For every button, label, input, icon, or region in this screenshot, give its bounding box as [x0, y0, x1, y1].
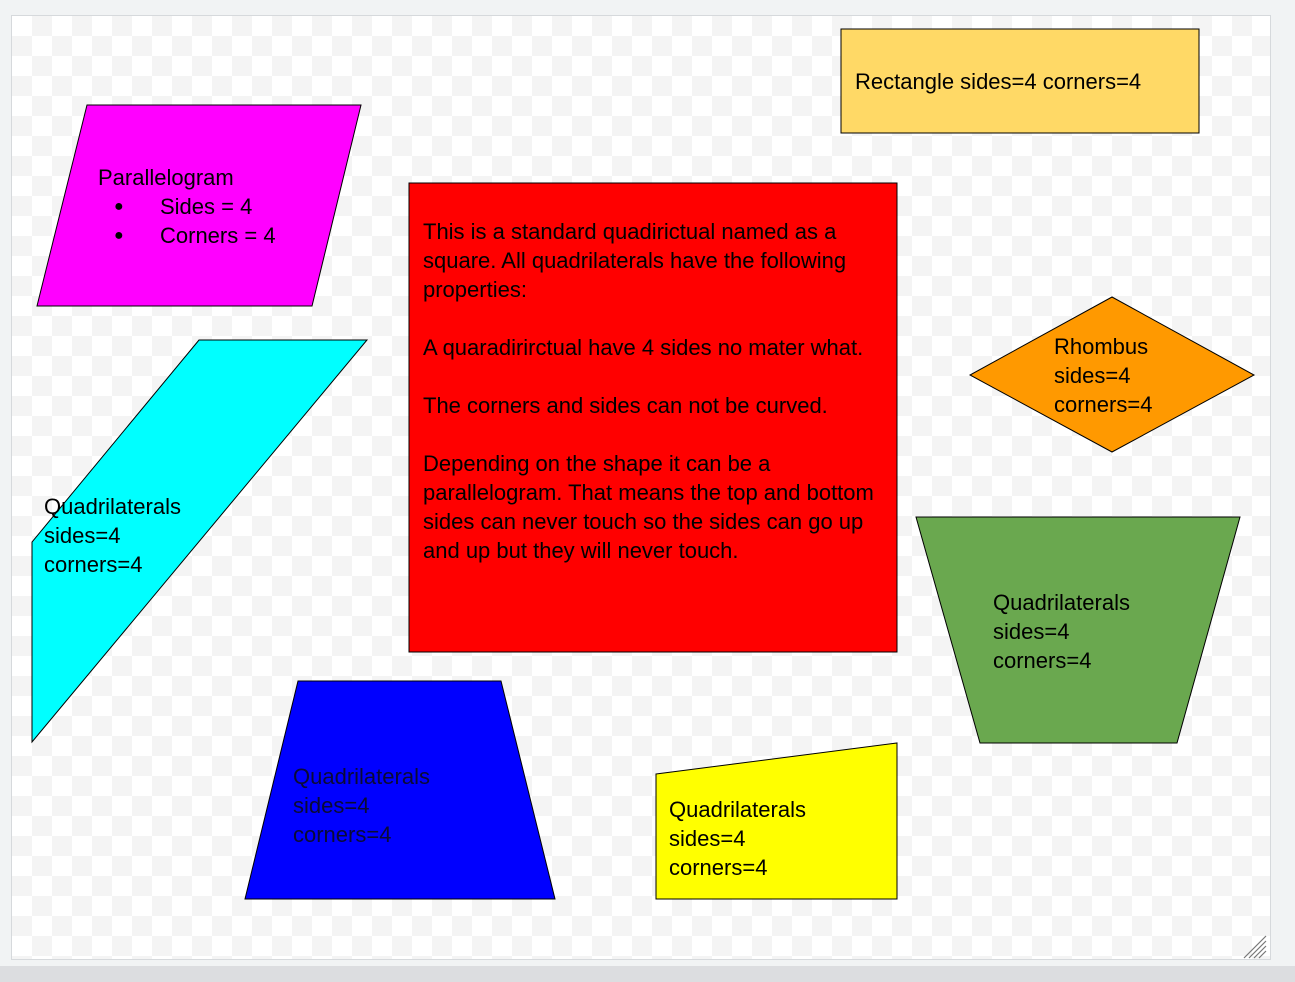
- rectangle-label: Rectangle sides=4 corners=4: [855, 69, 1142, 94]
- square-paragraph: A quaradirirctual have 4 sides no mater …: [423, 335, 864, 360]
- square-paragraph: Depending on the shape it can be a paral…: [423, 451, 874, 563]
- square-paragraph: This is a standard quadirictual named as…: [423, 219, 847, 302]
- square-description: This is a standard quadirictual named as…: [423, 217, 893, 565]
- parallelogram-bullet-corners: Corners = 4: [97, 221, 276, 250]
- rectangle-shape[interactable]: [840, 28, 1200, 134]
- green-label-line: corners=4: [993, 648, 1092, 673]
- green-label-line: Quadrilaterals: [993, 590, 1130, 615]
- green-trapezoid-label: Quadrilaterals sides=4 corners=4: [993, 588, 1130, 675]
- green-trapezoid-shape[interactable]: [915, 516, 1241, 744]
- yellow-label-line: corners=4: [669, 855, 768, 880]
- green-label-line: sides=4: [993, 619, 1070, 644]
- rhombus-label-line: Rhombus: [1054, 334, 1149, 359]
- cyan-label-line: sides=4: [44, 523, 121, 548]
- blue-label-line: corners=4: [293, 822, 392, 847]
- parallelogram-label: Parallelogram Sides = 4 Corners = 4: [98, 163, 276, 250]
- rhombus-label: Rhombus sides=4 corners=4: [1054, 332, 1152, 419]
- yellow-quadrilateral-shape[interactable]: [655, 742, 898, 900]
- blue-trapezoid-label: Quadrilaterals sides=4 corners=4: [293, 762, 430, 849]
- cyan-quadrilateral-shape[interactable]: [31, 339, 369, 744]
- yellow-quadrilateral-label: Quadrilaterals sides=4 corners=4: [669, 795, 806, 882]
- resize-handle-icon[interactable]: [1240, 932, 1268, 960]
- yellow-label-line: Quadrilaterals: [669, 797, 806, 822]
- rhombus-label-line: sides=4: [1054, 363, 1131, 388]
- rhombus-label-line: corners=4: [1054, 392, 1153, 417]
- square-paragraph: The corners and sides can not be curved.: [423, 393, 828, 418]
- blue-trapezoid-shape[interactable]: [244, 680, 556, 900]
- bottom-scrollbar-track[interactable]: [0, 966, 1295, 982]
- parallelogram-title: Parallelogram: [98, 165, 234, 190]
- cyan-label-line: Quadrilaterals: [44, 494, 181, 519]
- blue-label-line: sides=4: [293, 793, 370, 818]
- cyan-label-line: corners=4: [44, 552, 143, 577]
- yellow-label-line: sides=4: [669, 826, 746, 851]
- parallelogram-bullet-sides: Sides = 4: [97, 192, 276, 221]
- rhombus-shape[interactable]: [968, 296, 1256, 453]
- square-shape[interactable]: [408, 182, 898, 653]
- cyan-quadrilateral-label: Quadrilaterals sides=4 corners=4: [44, 492, 181, 579]
- parallelogram-bullet-list: Sides = 4 Corners = 4: [97, 192, 276, 250]
- blue-label-line: Quadrilaterals: [293, 764, 430, 789]
